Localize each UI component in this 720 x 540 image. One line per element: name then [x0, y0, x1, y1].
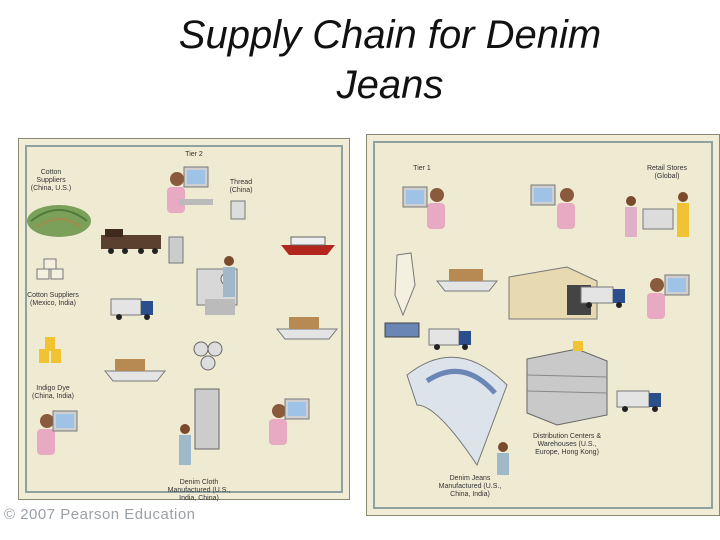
indigo-dye-barrels-icon	[39, 337, 61, 363]
buyer-at-computer-icon	[167, 167, 213, 213]
supply-chain-tier2-panel: Tier 2 Cotton Suppliers (China, U.S.) Th…	[18, 138, 350, 500]
denim-cloth-stack-icon	[385, 323, 419, 337]
slide-title: Supply Chain for Denim Jeans	[120, 10, 660, 110]
buyer-computer-lower-right-icon	[269, 399, 309, 445]
retail-buyer-computer-icon	[647, 275, 689, 319]
planner-computer-icon	[531, 185, 575, 229]
cotton-bales-icon	[37, 259, 63, 279]
cotton-farm-icon	[27, 205, 91, 237]
cargo-ship-lower-icon	[105, 359, 165, 381]
cargo-ship-middle-icon	[277, 317, 337, 339]
copyright-footer: © 2007 Pearson Education	[4, 506, 196, 523]
truck-top-icon	[581, 287, 625, 308]
title-line-2: Jeans	[337, 63, 444, 107]
loom-machine-icon	[179, 389, 219, 465]
title-line-1: Supply Chain for Denim	[179, 13, 601, 57]
denim-rolls-icon	[194, 342, 222, 370]
delivery-truck-icon	[111, 299, 153, 320]
buyer-computer-lower-left-icon	[37, 411, 77, 455]
manufacturer-buyer-icon	[403, 187, 445, 229]
shipping-route-icon	[395, 253, 497, 315]
retail-shoppers-icon	[625, 192, 689, 237]
truck-bottom-icon	[617, 391, 661, 412]
supply-chain-tier1-panel: Tier 1 Retail Stores (Global) Distributi…	[366, 134, 720, 516]
truck-middle-icon	[429, 329, 471, 350]
factory-worker-icon	[223, 256, 235, 297]
train-icon	[101, 229, 161, 254]
production-conveyor-icon	[407, 357, 509, 475]
tier1-illustration	[367, 135, 719, 515]
tier2-illustration	[19, 139, 349, 499]
distribution-center-icon	[527, 341, 607, 425]
cargo-ship-icon	[281, 237, 335, 255]
